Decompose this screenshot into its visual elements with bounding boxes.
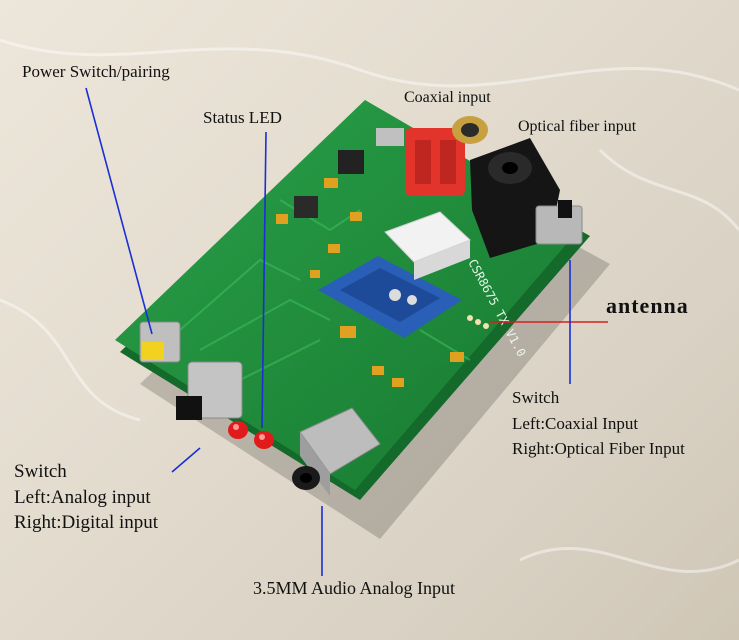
pointer-input-switch [171, 447, 201, 473]
label-audio-input: 3.5MM Audio Analog Input [253, 578, 456, 598]
pointer-power-switch [85, 87, 153, 335]
power-components [294, 128, 404, 218]
label-source-switch: Switch Left:Coaxial Input Right:Optical … [512, 385, 685, 462]
pointer-status-led [261, 131, 267, 429]
input-switch-left: Left:Analog input [14, 486, 151, 508]
label-optical-input: Optical fiber input [518, 118, 637, 135]
label-coaxial-input: Coaxial input [404, 89, 491, 106]
passive-components [276, 178, 464, 387]
input-switch [176, 361, 243, 420]
source-switch-left: Left:Coaxial Input [512, 413, 639, 433]
antenna-pads [467, 315, 489, 329]
coaxial-connector [405, 116, 488, 196]
pointer-lines [85, 87, 608, 576]
status-leds [228, 421, 274, 449]
audio-jack [292, 407, 381, 496]
white-connector [384, 211, 471, 280]
power-pairing-switch [139, 321, 181, 363]
source-switch-title: Switch [512, 388, 560, 407]
label-input-switch: Switch Left:Analog input Right:Digital i… [14, 459, 158, 536]
label-status-led: Status LED [203, 108, 282, 127]
source-switch [535, 200, 583, 245]
source-switch-right: Right:Optical Fiber Input [512, 439, 685, 458]
label-antenna: antenna [606, 293, 689, 318]
label-power-switch: Power Switch/pairing [22, 62, 170, 81]
input-switch-title: Switch [14, 461, 67, 482]
bluetooth-module [318, 256, 462, 338]
marble-veins [0, 38, 739, 573]
input-switch-right: Right:Digital input [14, 512, 159, 534]
